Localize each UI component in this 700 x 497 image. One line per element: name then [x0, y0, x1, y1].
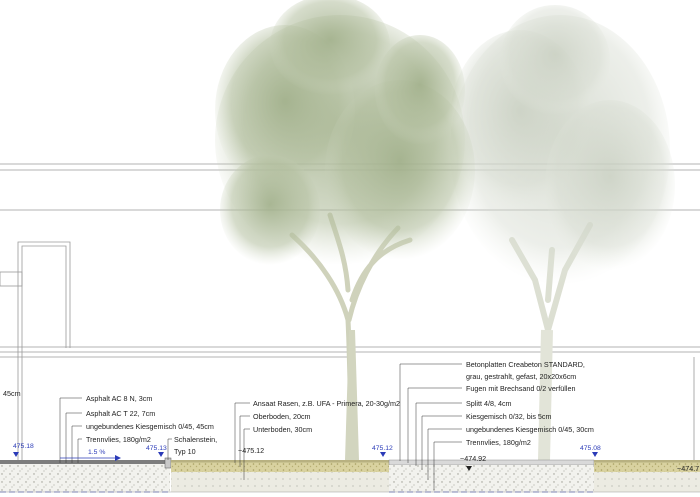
foreground-tree: [215, 0, 475, 463]
road-layer-2: Asphalt AC T 22, 7cm: [86, 409, 156, 418]
planting-layer-2: Oberboden, 20cm: [253, 412, 311, 421]
slope-label: 1.5 %: [88, 449, 106, 456]
road-layer-4: Trennvlies, 180g/m2: [86, 435, 151, 444]
paving-layer-1: Betonplatten Creabeton STANDARD,: [466, 360, 585, 369]
paving-layer-4: Splitt 4/8, 4cm: [466, 399, 512, 408]
elevation-paving-start: 475.12: [372, 445, 393, 452]
curb-label-1: Schalenstein,: [174, 435, 218, 444]
paving-layer-2: grau, gestrahlt, gefast, 20x20x6cm: [466, 372, 577, 381]
road-layer-1: Asphalt AC 8 N, 3cm: [86, 394, 153, 403]
elevation-planting-bottom: ~475.12: [238, 446, 265, 455]
paving-layer-3: Fugen mit Brechsand 0/2 verfüllen: [466, 384, 576, 393]
planting-layer-1: Ansaat Rasen, z.B. UFA - Primera, 20-30g…: [253, 399, 401, 408]
paving-layer-7: Trennvlies, 180g/m2: [466, 438, 531, 447]
elevation-markers: [13, 452, 598, 471]
elevation-road-edge: 475.18: [13, 443, 34, 450]
leader-lines: [59, 363, 462, 490]
elevation-paving-bottom: ~474.92: [460, 454, 487, 463]
left-edge-label: 45cm: [3, 389, 21, 398]
paving-layer-6: ungebundenes Kiesgemisch 0/45, 30cm: [466, 425, 594, 434]
road-layer-3: ungebundenes Kiesgemisch 0/45, 45cm: [86, 422, 214, 431]
background-tree: [450, 5, 675, 461]
paving-layer-5: Kiesgemisch 0/32, bis 5cm: [466, 412, 552, 421]
curb-label-2: Typ 10: [174, 447, 196, 456]
elevation-curb-top: 475.13: [146, 445, 167, 452]
elevation-right-edge: ~474.7: [677, 464, 700, 473]
elevation-paving-end: 475.08: [580, 445, 601, 452]
planting-layer-3: Unterboden, 30cm: [253, 425, 313, 434]
ground-section: [0, 457, 700, 493]
